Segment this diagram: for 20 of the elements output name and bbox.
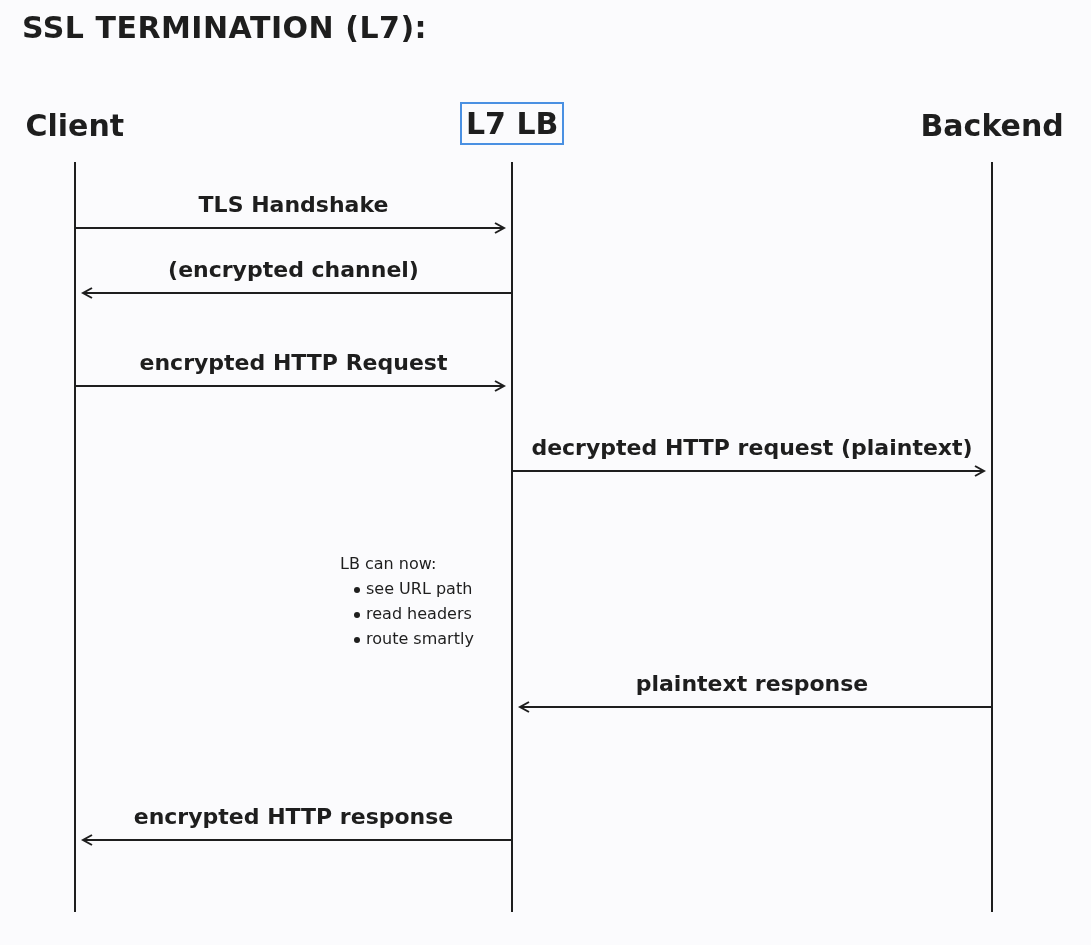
message-arrow xyxy=(74,222,505,234)
note-text: see URL path xyxy=(366,579,473,598)
participant-label: L7 LB xyxy=(460,102,564,145)
edge-label: decrypted HTTP request (plaintext) xyxy=(531,435,973,460)
message-arrow xyxy=(82,287,513,299)
participant-label: Client xyxy=(24,107,126,145)
message-arrow xyxy=(519,701,993,713)
edge-label: encrypted HTTP Request xyxy=(139,350,448,375)
note-text: route smartly xyxy=(366,629,474,648)
participant-label: Backend xyxy=(919,107,1065,145)
diagram-title: SSL TERMINATION (L7): xyxy=(22,10,428,45)
message-arrow xyxy=(82,834,513,846)
edge-label: TLS Handshake xyxy=(198,192,389,217)
message-arrow xyxy=(74,380,505,392)
edge-label: plaintext response xyxy=(635,671,869,696)
note-text: read headers xyxy=(366,604,472,623)
edge-label: encrypted HTTP response xyxy=(133,804,454,829)
edge-label: (encrypted channel) xyxy=(168,257,419,282)
note-text: LB can now: xyxy=(340,554,437,573)
message-arrow xyxy=(511,465,985,477)
